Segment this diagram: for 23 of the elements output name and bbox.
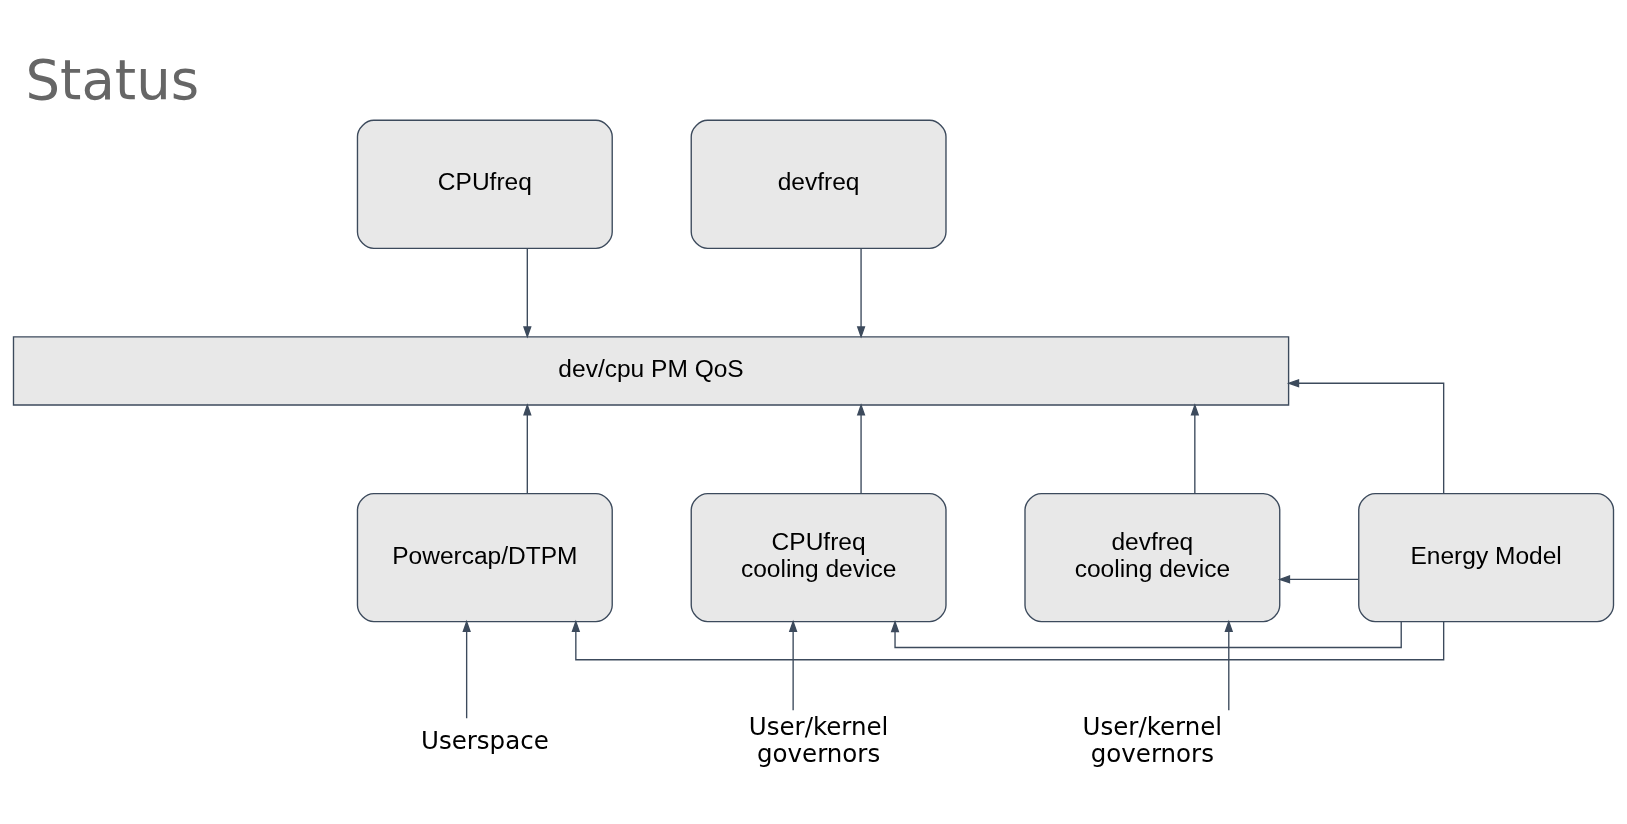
node-box: devfreq [690,119,947,249]
arrow [788,619,798,711]
node-box: Powercap/DTPM [356,492,613,622]
arrow [1286,378,1445,494]
diagram-title: Status [25,46,200,111]
arrow [523,402,532,494]
arrow [462,619,471,719]
arrow [523,247,532,339]
arrow [1277,574,1360,584]
arrow [856,247,866,339]
node-box: dev/cpu PM QoS [12,335,1290,406]
node-box: devfreq cooling device [1024,492,1281,622]
arrow [1190,402,1200,494]
arrow [571,619,1445,660]
arrow [890,619,1402,648]
node-box: CPUfreq [356,119,613,249]
node-text: Userspace [420,725,549,755]
node-box: CPUfreq cooling device [690,492,947,622]
arrow [1224,619,1234,711]
arrow [856,402,866,494]
node-text: User/kernel governors [1082,711,1223,768]
node-text: User/kernel governors [748,711,889,768]
node-box: Energy Model [1358,492,1615,622]
